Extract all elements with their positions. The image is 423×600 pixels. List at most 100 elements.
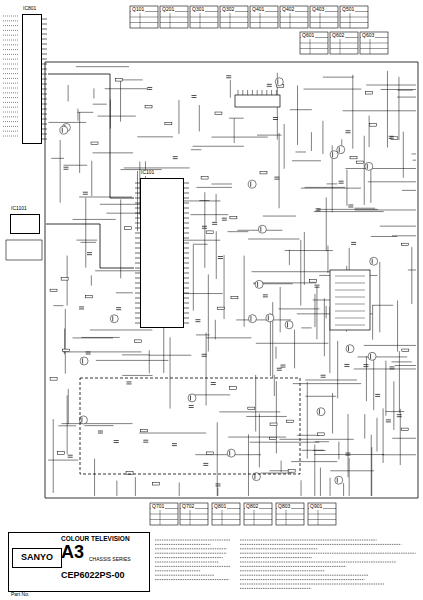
wire <box>227 231 248 232</box>
outline <box>260 171 267 174</box>
wire <box>184 203 189 204</box>
wire <box>348 204 353 205</box>
wire <box>354 368 416 369</box>
wire <box>42 109 47 110</box>
wire <box>418 62 419 498</box>
wire <box>48 122 86 123</box>
wire <box>193 244 207 245</box>
outline <box>152 483 159 486</box>
wire <box>3 136 19 137</box>
outline <box>215 112 222 115</box>
wire <box>45 498 418 499</box>
wire <box>42 34 47 35</box>
wire <box>211 382 216 383</box>
wire <box>350 12 351 29</box>
wire <box>42 44 47 45</box>
outline <box>220 6 248 28</box>
wire <box>42 29 47 30</box>
wire <box>370 354 371 359</box>
outline <box>300 32 328 54</box>
wire <box>3 68 19 69</box>
wire <box>93 88 94 98</box>
outline <box>235 95 280 107</box>
wire <box>79 308 84 309</box>
wire <box>240 566 346 567</box>
outline <box>402 349 409 352</box>
transistor-symbol <box>346 345 354 353</box>
wire <box>116 309 121 310</box>
wire <box>346 170 347 206</box>
wire <box>191 149 201 150</box>
wire <box>226 75 231 76</box>
wire <box>390 366 395 367</box>
wire <box>155 553 227 554</box>
outline <box>230 216 237 219</box>
wire <box>400 409 401 465</box>
wire <box>364 414 365 439</box>
wire <box>256 343 329 344</box>
wire <box>346 132 351 133</box>
wire <box>340 38 341 55</box>
wire <box>160 509 161 526</box>
wire <box>42 139 47 140</box>
wire <box>155 540 231 541</box>
wire <box>42 89 47 90</box>
wire <box>68 455 73 456</box>
title-text: COLOUR TELEVISION <box>61 535 130 542</box>
wire <box>42 49 47 50</box>
outline <box>85 295 92 298</box>
wire <box>330 470 374 471</box>
wire <box>42 84 47 85</box>
outline <box>61 278 68 281</box>
wire <box>60 140 61 203</box>
wire <box>338 442 339 460</box>
wire <box>160 17 188 18</box>
wire <box>300 43 328 44</box>
wire <box>255 375 256 432</box>
wire <box>240 540 377 541</box>
wire <box>190 509 191 526</box>
wire <box>276 90 277 95</box>
wire <box>173 156 178 157</box>
wire <box>82 358 83 363</box>
outline <box>50 289 57 292</box>
wire <box>252 90 253 95</box>
outline <box>401 428 408 431</box>
wire <box>387 71 388 148</box>
wire <box>250 182 251 187</box>
wire <box>79 306 84 307</box>
wire <box>42 39 47 40</box>
wire <box>184 288 189 289</box>
maker-logo: SANYO <box>12 548 62 568</box>
outline <box>350 156 357 159</box>
wire <box>193 146 244 147</box>
wire <box>372 305 373 340</box>
wire <box>391 361 411 362</box>
wire <box>358 356 408 357</box>
wire <box>371 236 397 237</box>
wire <box>42 24 47 25</box>
outline <box>125 227 132 230</box>
table-header: Q801 <box>213 504 227 510</box>
wire <box>335 290 365 291</box>
wire <box>184 303 189 304</box>
wire <box>222 509 223 526</box>
wire <box>273 117 278 118</box>
wire <box>79 196 132 197</box>
wire <box>212 224 217 225</box>
wire <box>240 548 317 549</box>
wire <box>252 271 332 272</box>
wire <box>246 416 286 417</box>
wire <box>244 514 272 515</box>
outline <box>160 6 188 28</box>
wire <box>285 250 333 251</box>
wire <box>216 483 221 484</box>
wire <box>98 431 103 432</box>
wire <box>122 354 149 355</box>
wire <box>190 17 218 18</box>
wire <box>279 308 320 309</box>
wire <box>122 79 143 80</box>
wire <box>3 116 19 117</box>
wire <box>212 222 217 223</box>
wire <box>3 16 19 17</box>
